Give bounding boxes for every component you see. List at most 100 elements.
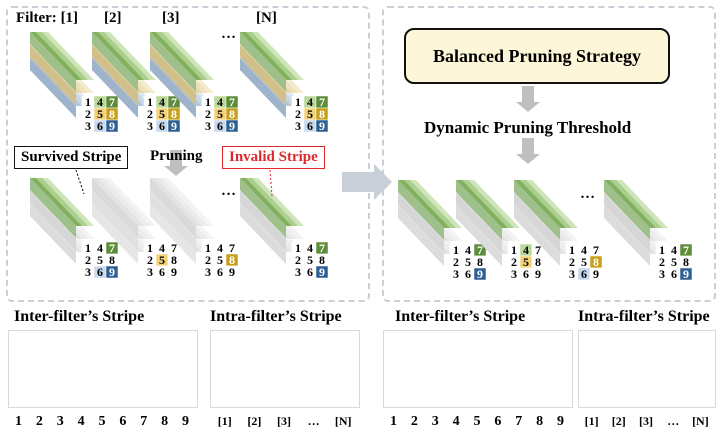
filter-stripe bbox=[398, 180, 450, 228]
kernel-cell bbox=[679, 267, 693, 281]
filter-side bbox=[92, 32, 138, 92]
filter-2-label: [2] bbox=[104, 10, 122, 26]
kernel-number: 4 bbox=[217, 241, 223, 255]
kernel-number: 9 bbox=[593, 267, 599, 281]
filter-side bbox=[150, 191, 196, 251]
filter-side bbox=[398, 193, 444, 253]
kernel-number: 9 bbox=[229, 265, 235, 279]
inter-left-tick: 1 bbox=[15, 414, 22, 429]
kernel-number: 6 bbox=[97, 119, 103, 133]
filter-side bbox=[92, 58, 138, 118]
inter-right-tick: 4 bbox=[453, 414, 460, 429]
kernel-number: 9 bbox=[229, 119, 235, 133]
filter-side bbox=[240, 32, 286, 92]
kernel-number: 1 bbox=[295, 241, 301, 255]
kernel-number: 8 bbox=[593, 255, 599, 269]
filter-side bbox=[604, 180, 650, 240]
kernel-number: 8 bbox=[171, 107, 177, 121]
inter-left-tick: 8 bbox=[161, 414, 168, 429]
filter-stripe bbox=[104, 178, 156, 226]
kernel-number: 8 bbox=[171, 253, 177, 267]
inter-filter-chart-right bbox=[383, 330, 573, 408]
filter-side bbox=[240, 45, 286, 105]
filter-side bbox=[92, 204, 138, 264]
filter-stripe bbox=[98, 32, 150, 80]
kernel-cell bbox=[531, 267, 545, 281]
kernel-number: 6 bbox=[523, 267, 529, 281]
kernel-number: 6 bbox=[159, 119, 165, 133]
filter-stripe bbox=[162, 32, 214, 80]
kernel-number: 7 bbox=[319, 241, 325, 255]
kernel-number: 7 bbox=[477, 243, 483, 257]
kernel-number: 8 bbox=[109, 253, 115, 267]
filter-stripe bbox=[150, 178, 202, 226]
kernel-cell bbox=[225, 265, 239, 279]
kernel-cell bbox=[315, 119, 329, 133]
kernel-number: 4 bbox=[159, 241, 165, 255]
kernel-number: 7 bbox=[109, 241, 115, 255]
flow-arrow bbox=[342, 164, 392, 200]
kernel-number: 3 bbox=[85, 265, 91, 279]
kernel-number: 1 bbox=[511, 243, 517, 257]
filter-side bbox=[30, 58, 76, 118]
kernel-cell bbox=[105, 119, 119, 133]
intra-left-tick: [N] bbox=[335, 414, 352, 428]
filter-stripe bbox=[410, 180, 462, 228]
filter-stripe bbox=[36, 178, 88, 226]
kernel-number: 7 bbox=[109, 95, 115, 109]
filter-side bbox=[30, 204, 76, 264]
filter-stripe bbox=[36, 32, 88, 80]
kernel-number: 2 bbox=[295, 107, 301, 121]
filter-stripe bbox=[92, 178, 144, 226]
filter-prefix: Filter: bbox=[16, 10, 57, 26]
kernel-number: 1 bbox=[205, 241, 211, 255]
kernel-number: 6 bbox=[671, 267, 677, 281]
filter-side bbox=[30, 178, 76, 238]
pruning-arrow bbox=[164, 150, 188, 176]
kernel-number: 5 bbox=[159, 253, 165, 267]
inter-left-tick: 4 bbox=[78, 414, 85, 429]
filter-stripe bbox=[456, 180, 508, 228]
kernel-number: 3 bbox=[659, 267, 665, 281]
right-diagram-panel bbox=[382, 6, 716, 302]
filter-side bbox=[240, 178, 286, 238]
filter-stripe bbox=[42, 32, 94, 80]
filter-side bbox=[150, 32, 196, 92]
filter-side bbox=[398, 206, 444, 266]
filter-stripe bbox=[252, 32, 304, 80]
filter-stripe bbox=[246, 178, 298, 226]
kernel-cell bbox=[105, 265, 119, 279]
filter-stripe bbox=[98, 178, 150, 226]
kernel-number: 9 bbox=[535, 267, 541, 281]
kernel-number: 9 bbox=[319, 265, 325, 279]
kernel-number: 6 bbox=[581, 267, 587, 281]
kernel-number: 2 bbox=[85, 107, 91, 121]
filter-side bbox=[150, 178, 196, 238]
kernel-number: 9 bbox=[683, 267, 689, 281]
filter-side bbox=[92, 178, 138, 238]
kernel-number: 5 bbox=[465, 255, 471, 269]
kernel-number: 6 bbox=[217, 119, 223, 133]
kernel-number: 4 bbox=[97, 95, 103, 109]
filter-side bbox=[150, 45, 196, 105]
kernel-number: 1 bbox=[295, 95, 301, 109]
inter-filter-chart-left bbox=[8, 330, 198, 408]
filter-1-label: [1] bbox=[60, 10, 79, 26]
kernel-number: 2 bbox=[511, 255, 517, 269]
kernel-number: 2 bbox=[295, 253, 301, 267]
intra-right-tick: [1] bbox=[585, 414, 599, 428]
kernel-number: 2 bbox=[205, 253, 211, 267]
filter-stripe bbox=[252, 178, 304, 226]
kernel-number: 4 bbox=[581, 243, 587, 257]
filter-stripe bbox=[156, 32, 208, 80]
kernel-number: 8 bbox=[477, 255, 483, 269]
filter-stripe bbox=[92, 32, 144, 80]
kernel-number: 8 bbox=[319, 107, 325, 121]
filter-stripe bbox=[468, 180, 520, 228]
kernel-cell bbox=[473, 267, 487, 281]
kernel-number: 8 bbox=[229, 253, 235, 267]
inter-right-tick: 8 bbox=[536, 414, 543, 429]
